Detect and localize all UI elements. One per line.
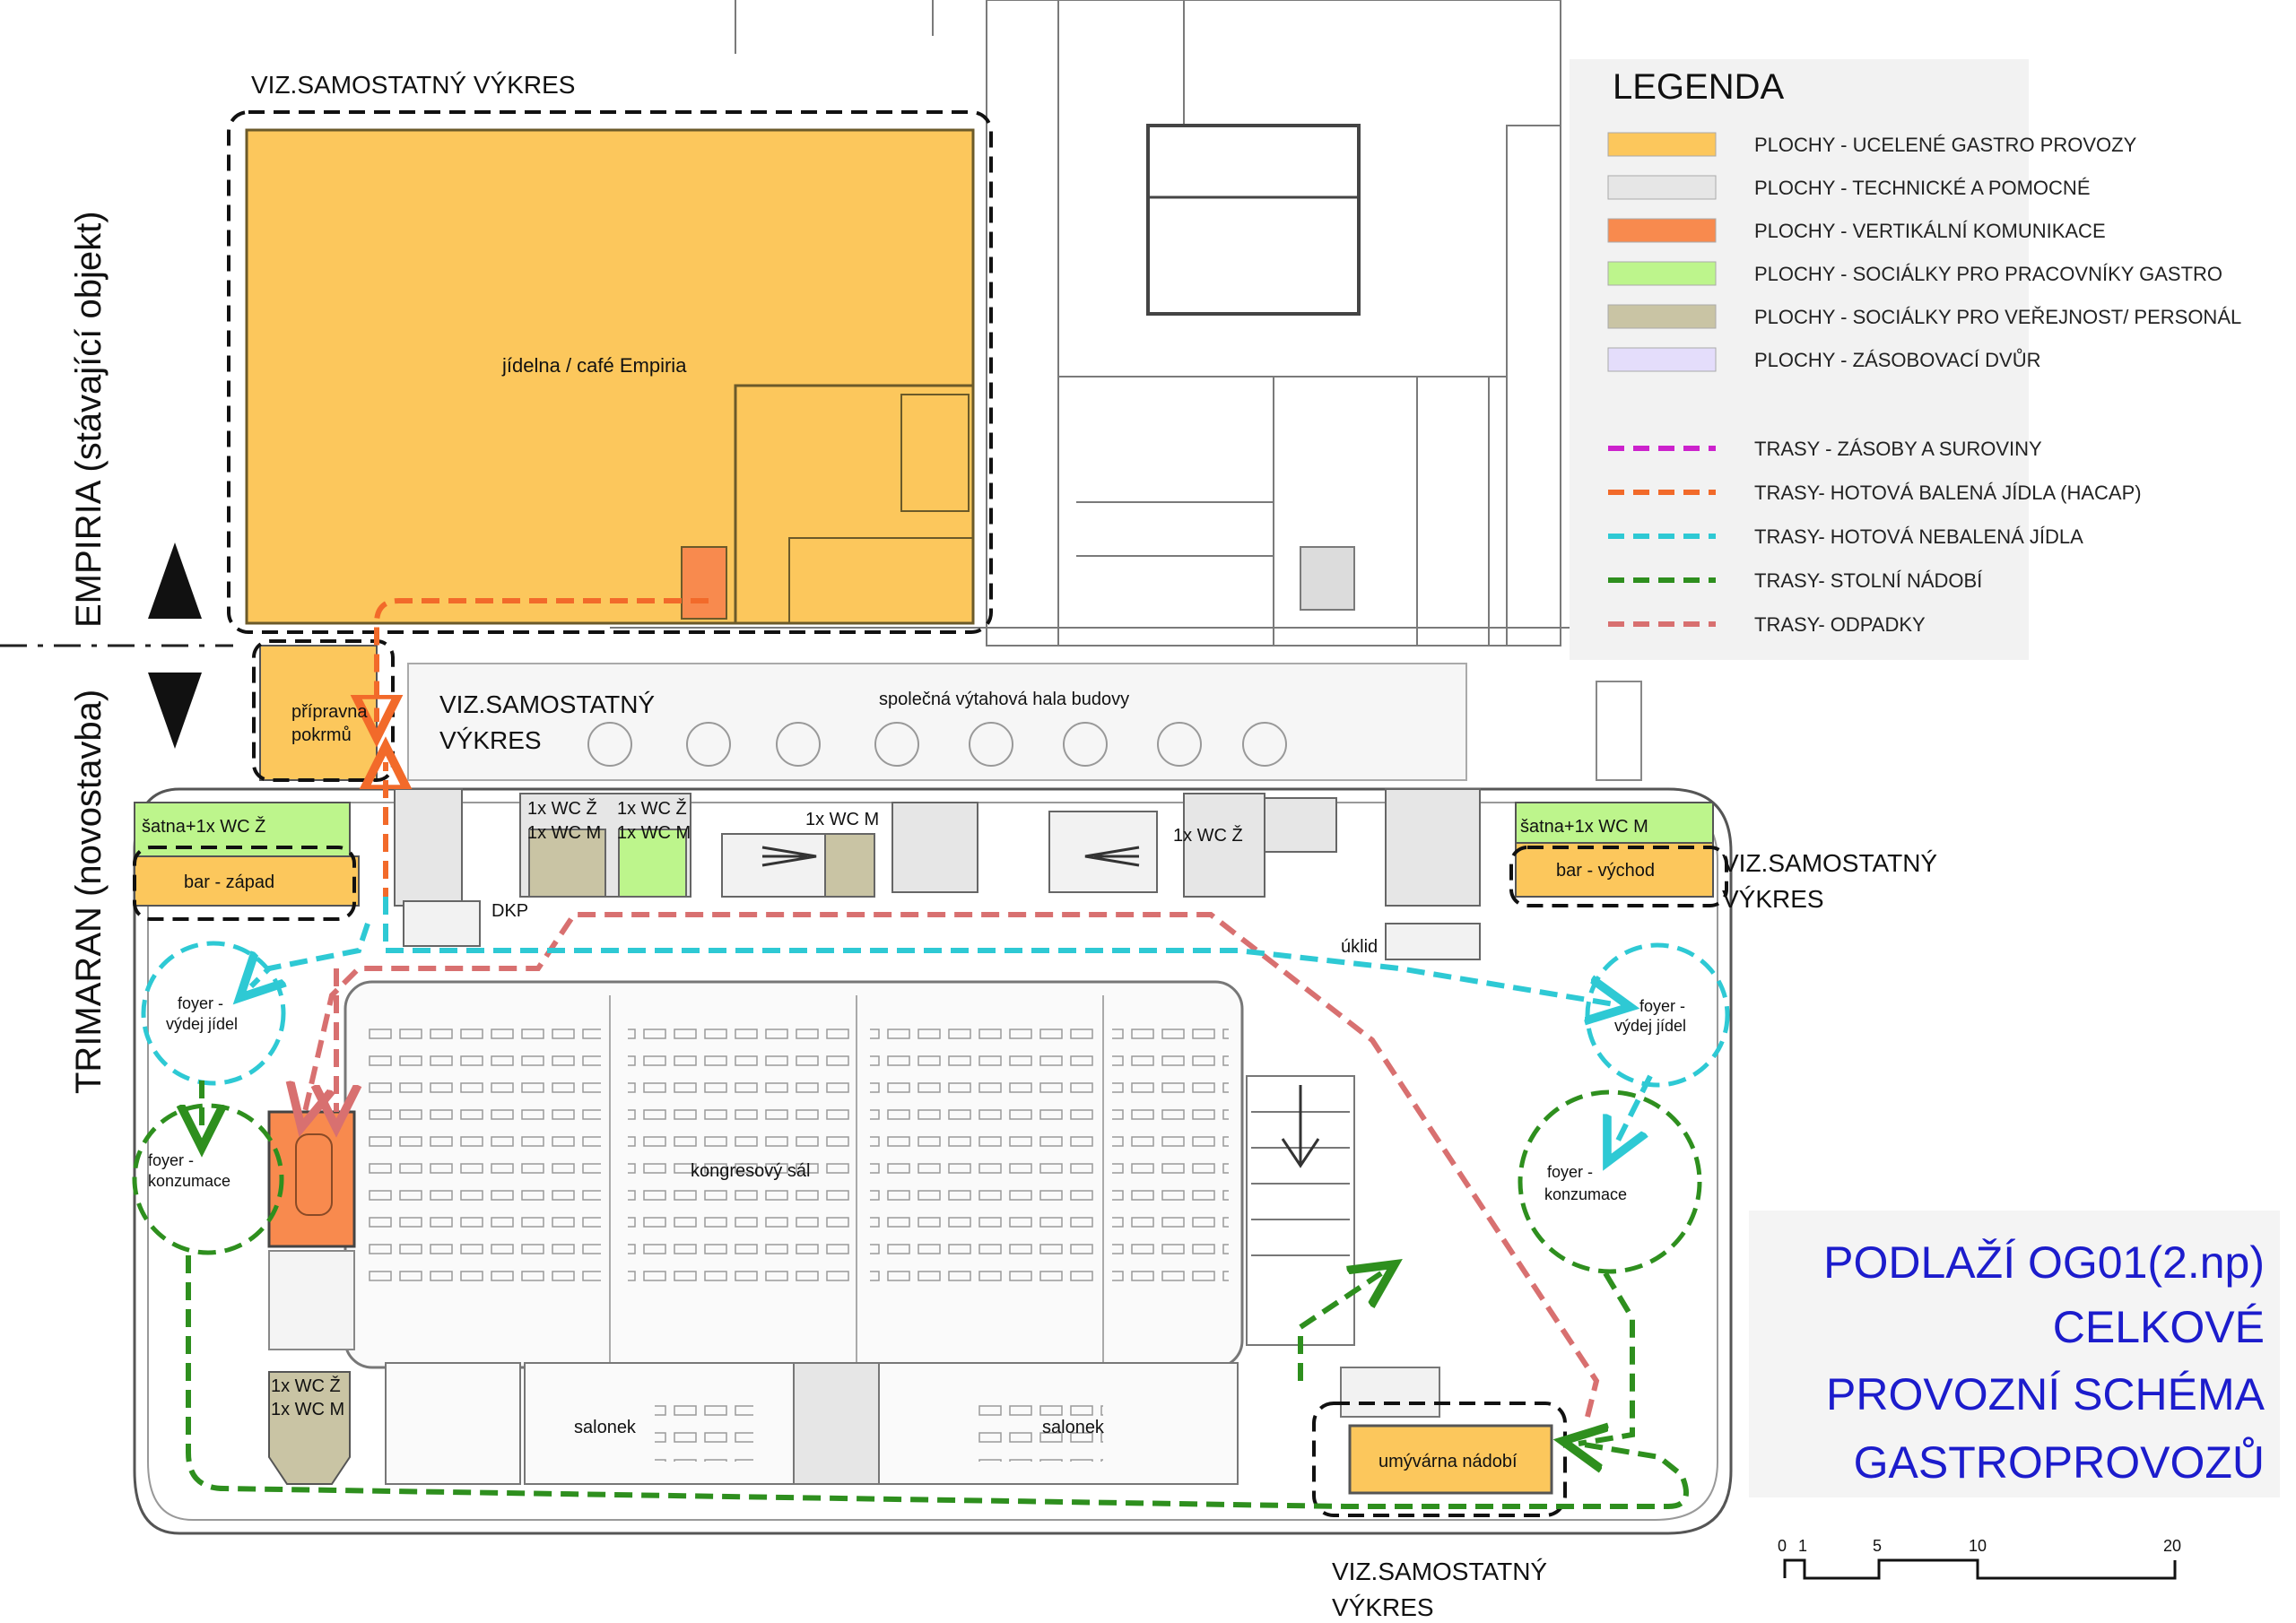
legend-route-label: TRASY- HOTOVÁ NEBALENÁ JÍDLA xyxy=(1754,525,2083,548)
wc-b1-label: 1x WC Ž xyxy=(617,798,687,819)
route-tableware xyxy=(132,1081,1702,1509)
east-bar-zone xyxy=(1515,802,1714,898)
congress-hall xyxy=(344,980,1244,1369)
viz-bottom-label-1: VIZ.SAMOSTATNÝ xyxy=(1332,1558,1547,1585)
title-line-4: GASTROPROVOZŮ xyxy=(1854,1436,2265,1488)
salonek-left-label: salonek xyxy=(574,1418,637,1437)
scale-tick-20: 20 xyxy=(2163,1537,2181,1555)
legend-area-label: PLOCHY - TECHNICKÉ A POMOCNÉ xyxy=(1754,177,2091,199)
umyvarna-label: umývárna nádobí xyxy=(1378,1452,1518,1471)
viz-mid-label-2: VÝKRES xyxy=(439,726,542,754)
lift-hall xyxy=(407,663,1642,781)
legend-area-label: PLOCHY - SOCIÁLKY PRO VEŘEJNOST/ PERSONÁ… xyxy=(1754,306,2241,328)
legend-area-label: PLOCHY - SOCIÁLKY PRO PRACOVNÍKY GASTRO xyxy=(1754,263,2222,285)
service-cores xyxy=(394,788,1481,960)
salonek-right-label: salonek xyxy=(1042,1418,1105,1437)
legend-title: LEGENDA xyxy=(1613,67,1784,107)
wc-bottom-label-1: 1x WC Ž xyxy=(271,1376,341,1396)
wc-b2-label: 1x WC M xyxy=(617,823,691,843)
wc-a2-label: 1x WC M xyxy=(527,823,601,843)
plan-title-block: PODLAŽÍ OG01(2.np) CELKOVÉ PROVOZNÍ SCHÉ… xyxy=(1749,1211,2280,1497)
satna-west-label: šatna+1x WC Ž xyxy=(142,816,265,837)
existing-building-linework xyxy=(610,0,1578,647)
route-packaged-food xyxy=(377,598,709,906)
foyer-vydej-east-2: výdej jídel xyxy=(1614,1017,1686,1035)
kongres-label: kongresový sál xyxy=(691,1161,810,1181)
scale-bar: 0 1 5 10 20 xyxy=(1778,1537,2181,1580)
wc-a1-label: 1x WC Ž xyxy=(527,798,597,819)
title-line-1: PODLAŽÍ OG01(2.np) xyxy=(1823,1237,2265,1288)
satna-east-label: šatna+1x WC M xyxy=(1520,817,1648,837)
hala-label: společná výtahová hala budovy xyxy=(879,690,1129,709)
viz-mid-label-1: VIZ.SAMOSTATNÝ xyxy=(439,690,655,718)
title-line-3: PROVOZNÍ SCHÉMA xyxy=(1826,1369,2266,1419)
salon-rooms xyxy=(385,1362,1239,1485)
viz-bottom-label-2: VÝKRES xyxy=(1332,1593,1434,1621)
up-arrow-icon xyxy=(148,542,202,619)
scale-tick-10: 10 xyxy=(1969,1537,1987,1555)
legend-area-swatch xyxy=(1607,347,1717,372)
pripravna-label-2: pokrmů xyxy=(291,725,352,745)
title-line-2: CELKOVÉ xyxy=(2053,1302,2265,1352)
route-waste xyxy=(305,912,1600,1418)
legend-area-swatch xyxy=(1607,218,1717,243)
bar-east-label: bar - východ xyxy=(1556,861,1655,881)
legend-area-swatch xyxy=(1607,132,1717,157)
wc-c-label: 1x WC M xyxy=(805,810,879,829)
route-unpackaged-food xyxy=(141,897,1730,1148)
wc-bottom-label-2: 1x WC M xyxy=(271,1400,344,1419)
jidelna-label: jídelna / café Empiria xyxy=(501,354,687,377)
wc-d-label: 1x WC Ž xyxy=(1173,825,1243,846)
legend-area-swatch xyxy=(1607,261,1717,286)
legend-area-label: PLOCHY - VERTIKÁLNÍ KOMUNIKACE xyxy=(1754,220,2106,242)
foyer-vydej-west-2: výdej jídel xyxy=(166,1015,238,1033)
legend-area-swatch xyxy=(1607,175,1717,200)
foyer-konz-east-2: konzumace xyxy=(1544,1185,1627,1203)
umyvarna-area xyxy=(1348,1424,1553,1495)
viz-right-label-2: VÝKRES xyxy=(1722,885,1824,913)
scale-tick-1: 1 xyxy=(1798,1537,1807,1555)
scale-tick-0: 0 xyxy=(1778,1537,1787,1555)
legend: LEGENDA PLOCHY - UCELENÉ GASTRO PROVOZYP… xyxy=(1570,59,2241,660)
empiria-hall xyxy=(245,128,975,625)
side-label-trimaran: TRIMARAN (novostavba) xyxy=(69,690,109,1094)
scale-tick-5: 5 xyxy=(1873,1537,1882,1555)
legend-route-label: TRASY- ODPADKY xyxy=(1754,613,1926,636)
legend-route-label: TRASY- STOLNÍ NÁDOBÍ xyxy=(1754,569,1983,592)
dkp-label: DKP xyxy=(491,901,528,921)
legend-route-label: TRASY - ZÁSOBY A SUROVINY xyxy=(1754,438,2042,460)
foyer-konz-west-2: konzumace xyxy=(148,1172,230,1190)
uklid-label: úklid xyxy=(1341,937,1378,957)
side-label-empiria: EMPIRIA (stávající objekt) xyxy=(69,211,109,628)
viz-top-label: VIZ.SAMOSTATNÝ VÝKRES xyxy=(251,71,575,99)
legend-area-label: PLOCHY - UCELENÉ GASTRO PROVOZY xyxy=(1754,134,2137,156)
wc-bottom-area xyxy=(268,1371,351,1485)
legend-route-label: TRASY- HOTOVÁ BALENÁ JÍDLA (HACAP) xyxy=(1754,482,2142,504)
east-staircase xyxy=(1246,1075,1355,1346)
foyer-konz-west-1: foyer - xyxy=(148,1151,194,1169)
foyer-vydej-west-1: foyer - xyxy=(178,994,223,1012)
pripravna-label-1: přípravna xyxy=(291,702,368,722)
foyer-vydej-east-1: foyer - xyxy=(1639,997,1685,1015)
legend-area-items: PLOCHY - UCELENÉ GASTRO PROVOZY PLOCHY - … xyxy=(1607,132,2241,372)
foyer-konz-east-1: foyer - xyxy=(1547,1163,1593,1181)
bar-west-label: bar - západ xyxy=(184,872,274,892)
down-arrow-icon xyxy=(148,673,202,749)
legend-area-label: PLOCHY - ZÁSOBOVACÍ DVŮR xyxy=(1754,349,2040,371)
legend-area-swatch xyxy=(1607,304,1717,329)
viz-right-label-1: VIZ.SAMOSTATNÝ xyxy=(1722,849,1937,877)
legend-route-items: TRASY - ZÁSOBY A SUROVINY TRASY- HOTOVÁ B… xyxy=(1608,438,2142,636)
